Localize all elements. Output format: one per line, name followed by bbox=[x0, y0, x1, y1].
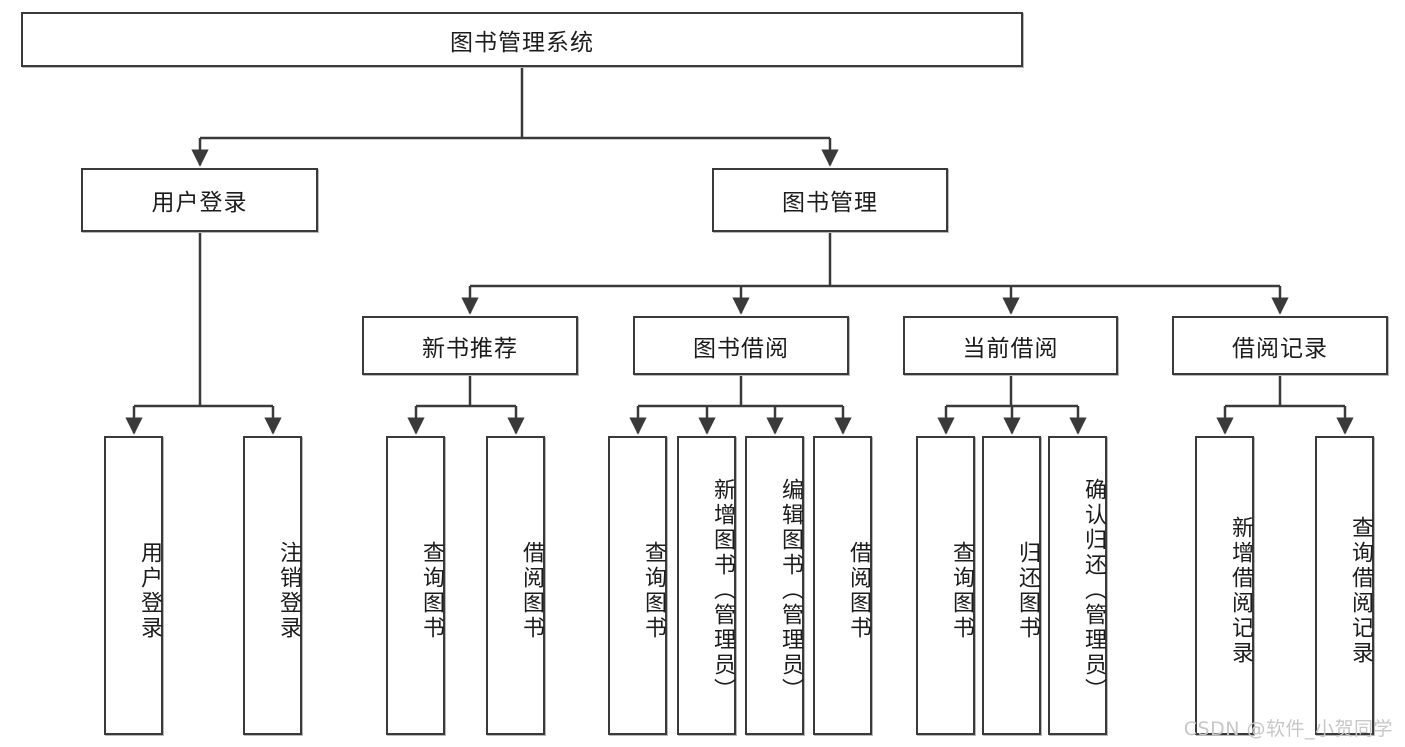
node-label: 借阅记录 bbox=[1232, 335, 1328, 362]
node-label: 图书管理 bbox=[782, 190, 878, 216]
node-leaf-bq-add[interactable]: 新增图书（管理员） bbox=[677, 436, 736, 735]
node-label: 图书管理系统 bbox=[450, 29, 594, 56]
node-label: 新书推荐 bbox=[422, 335, 518, 362]
node-l2-new[interactable]: 新书推荐 bbox=[362, 316, 578, 375]
node-label: 用户登录 bbox=[137, 540, 162, 641]
node-leaf-user-login[interactable]: 用户登录 bbox=[104, 436, 163, 735]
node-l2-current[interactable]: 当前借阅 bbox=[903, 316, 1118, 375]
watermark-label: CSDN @软件_小贺同学 bbox=[1183, 718, 1393, 740]
node-label: 借阅图书 bbox=[519, 540, 544, 641]
node-leaf-cur-query[interactable]: 查询图书 bbox=[916, 436, 975, 735]
node-leaf-cur-confirm[interactable]: 确认归还（管理员） bbox=[1048, 436, 1107, 735]
node-label: 图书借阅 bbox=[693, 335, 789, 362]
node-label: 查询图书 bbox=[419, 540, 444, 641]
node-leaf-user-logout[interactable]: 注销登录 bbox=[243, 436, 302, 735]
node-label: 注销登录 bbox=[276, 540, 301, 641]
node-label: 新增借阅记录 bbox=[1228, 515, 1253, 666]
node-l1-book[interactable]: 图书管理 bbox=[712, 168, 948, 232]
node-leaf-rec-add[interactable]: 新增借阅记录 bbox=[1195, 436, 1254, 735]
node-leaf-new-borrow[interactable]: 借阅图书 bbox=[486, 436, 545, 735]
node-label: 归还图书 bbox=[1015, 540, 1040, 641]
node-leaf-cur-return[interactable]: 归还图书 bbox=[982, 436, 1041, 735]
edge-paths bbox=[125, 67, 1354, 435]
node-leaf-bq-edit[interactable]: 编辑图书（管理员） bbox=[745, 436, 804, 735]
node-l1-user[interactable]: 用户登录 bbox=[81, 168, 318, 232]
node-label: 编辑图书（管理员） bbox=[778, 478, 803, 703]
node-leaf-bq-borrow[interactable]: 借阅图书 bbox=[813, 436, 872, 735]
node-label: 确认归还（管理员） bbox=[1081, 478, 1106, 703]
node-label: 查询图书 bbox=[949, 540, 974, 641]
node-label: 用户登录 bbox=[151, 190, 248, 216]
node-label: 借阅图书 bbox=[846, 540, 871, 641]
node-leaf-new-query[interactable]: 查询图书 bbox=[386, 436, 445, 735]
node-label: 新增图书（管理员） bbox=[710, 478, 735, 703]
node-l2-record[interactable]: 借阅记录 bbox=[1172, 316, 1388, 375]
node-leaf-rec-query[interactable]: 查询借阅记录 bbox=[1315, 436, 1374, 735]
node-label: 当前借阅 bbox=[962, 335, 1059, 362]
node-label: 查询图书 bbox=[641, 540, 666, 641]
node-root[interactable]: 图书管理系统 bbox=[21, 12, 1023, 67]
node-leaf-bq-query[interactable]: 查询图书 bbox=[608, 436, 667, 735]
node-l2-borrow[interactable]: 图书借阅 bbox=[633, 316, 849, 375]
node-label: 查询借阅记录 bbox=[1348, 515, 1373, 666]
